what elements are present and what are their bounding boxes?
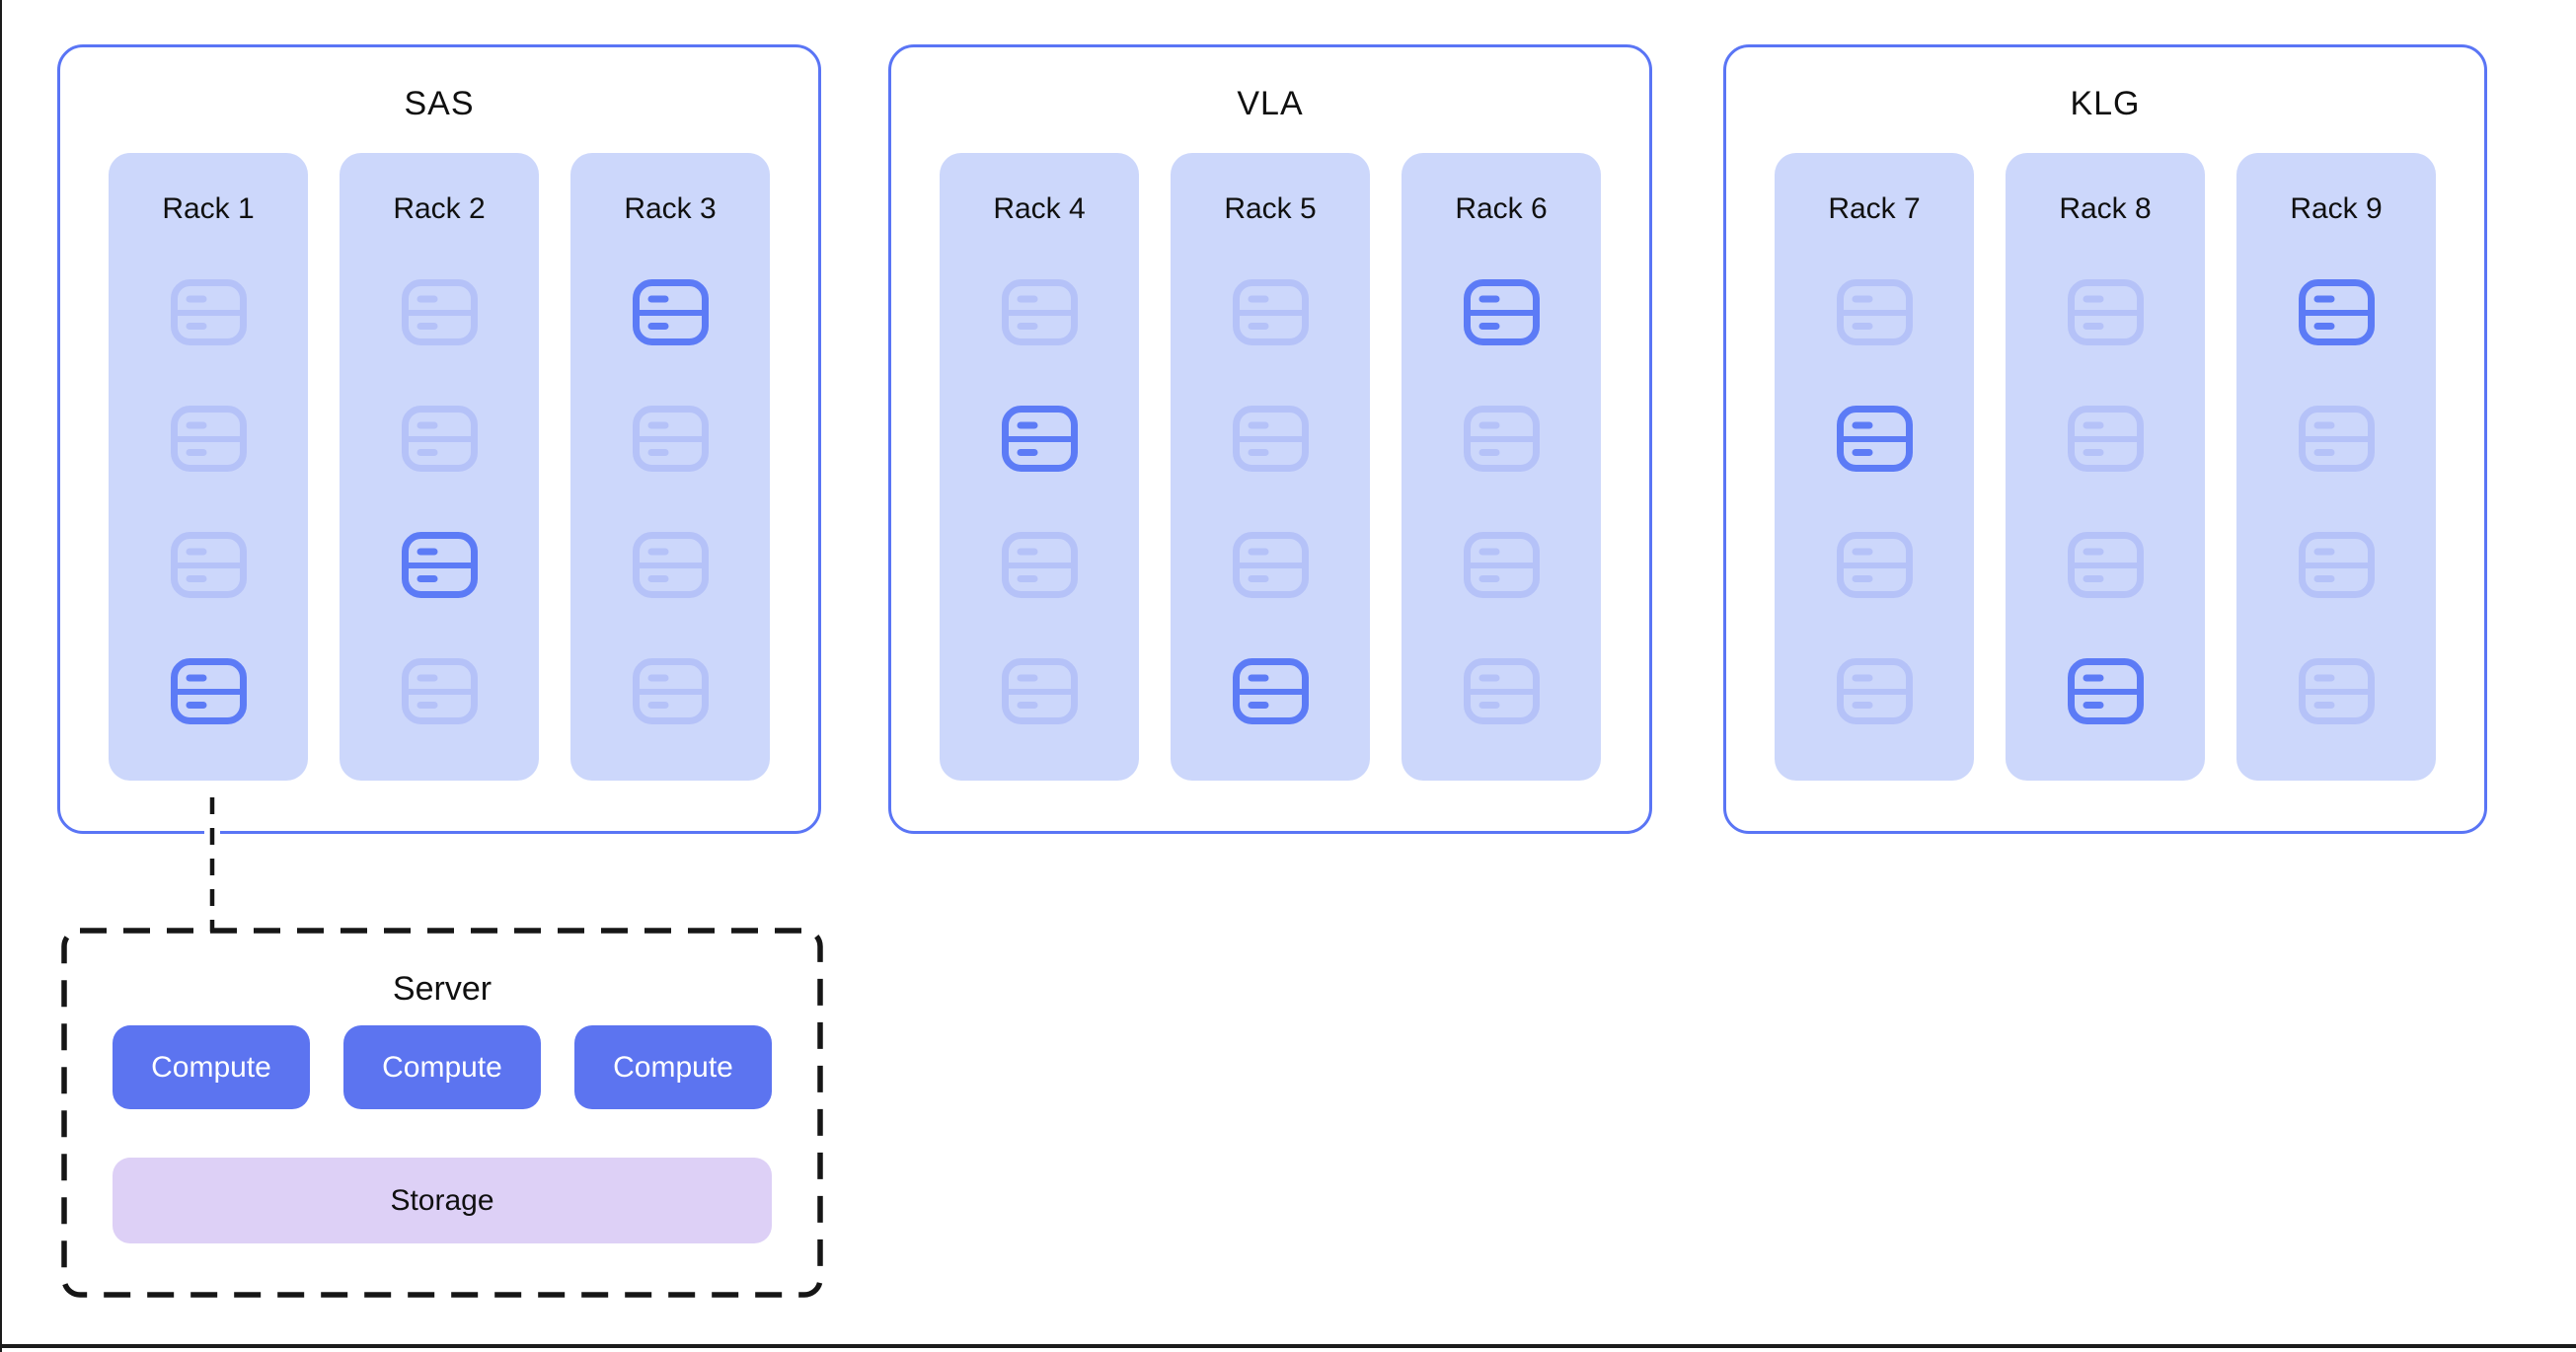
- rack-title: Rack 8: [2059, 192, 2152, 225]
- rack-title: Rack 3: [624, 192, 717, 225]
- server-icon-off: [170, 532, 247, 598]
- rack-title: Rack 5: [1224, 192, 1317, 225]
- rack: Rack 5: [1171, 153, 1370, 781]
- server-icon-off: [2067, 532, 2144, 598]
- screenshot-bottom-edge-line: [0, 1344, 2576, 1348]
- server-icon-off: [1836, 279, 1913, 345]
- server-icon-on: [1463, 279, 1540, 345]
- storage-block: Storage: [113, 1158, 772, 1243]
- rack: Rack 4: [940, 153, 1139, 781]
- rack: Rack 8: [2006, 153, 2205, 781]
- screenshot-left-edge-line: [0, 0, 2, 1352]
- server-icon-on: [2067, 658, 2144, 724]
- datacenter-box-sas: SAS Rack 1 Rack 2 Rack 3: [57, 44, 821, 834]
- server-icon-on: [2298, 279, 2375, 345]
- compute-blocks-row: Compute Compute Compute: [61, 1025, 823, 1109]
- server-icon-on: [170, 658, 247, 724]
- server-icon-on: [1836, 406, 1913, 472]
- server-icon-off: [170, 406, 247, 472]
- server-detail-box: Server Compute Compute Compute Storage: [61, 928, 823, 1298]
- server-icon-off: [2067, 406, 2144, 472]
- server-icon-off: [1001, 658, 1078, 724]
- server-icon-off: [170, 279, 247, 345]
- server-icon-off: [1836, 532, 1913, 598]
- server-icon-off: [2298, 658, 2375, 724]
- datacenter-box-vla: VLA Rack 4 Rack 5 Rack 6: [888, 44, 1652, 834]
- server-icon-on: [1232, 658, 1309, 724]
- server-icon-off: [632, 406, 709, 472]
- server-box-title: Server: [392, 970, 492, 1008]
- server-icon-off: [1001, 532, 1078, 598]
- rack-title: Rack 1: [162, 192, 255, 225]
- rack: Rack 3: [570, 153, 770, 781]
- rack-title: Rack 2: [393, 192, 486, 225]
- server-icon-off: [401, 658, 478, 724]
- server-icon-off: [2298, 406, 2375, 472]
- rack: Rack 6: [1402, 153, 1601, 781]
- server-icon-off: [401, 406, 478, 472]
- racks-row: Rack 7 Rack 8 Rack 9: [1726, 153, 2484, 781]
- racks-row: Rack 1 Rack 2 Rack 3: [60, 153, 818, 781]
- datacenter-title: KLG: [2070, 85, 2141, 122]
- rack: Rack 9: [2236, 153, 2436, 781]
- server-icon-off: [401, 279, 478, 345]
- server-icon-off: [1232, 532, 1309, 598]
- server-icon-off: [632, 658, 709, 724]
- rack-title: Rack 6: [1455, 192, 1548, 225]
- server-icon-off: [1463, 406, 1540, 472]
- server-icon-off: [1463, 658, 1540, 724]
- rack: Rack 1: [109, 153, 308, 781]
- server-box-dashed-border: [61, 928, 823, 1298]
- server-icon-off: [1232, 279, 1309, 345]
- rack: Rack 2: [340, 153, 539, 781]
- compute-block: Compute: [343, 1025, 541, 1109]
- server-icon-off: [1232, 406, 1309, 472]
- server-icon-off: [1836, 658, 1913, 724]
- racks-row: Rack 4 Rack 5 Rack 6: [891, 153, 1649, 781]
- server-icon-on: [632, 279, 709, 345]
- rack: Rack 7: [1775, 153, 1974, 781]
- server-icon-off: [2067, 279, 2144, 345]
- server-icon-on: [1001, 406, 1078, 472]
- datacenter-box-klg: KLG Rack 7 Rack 8 Rack 9: [1723, 44, 2487, 834]
- rack-title: Rack 7: [1828, 192, 1921, 225]
- server-icon-off: [1463, 532, 1540, 598]
- compute-block: Compute: [113, 1025, 310, 1109]
- server-icon-on: [401, 532, 478, 598]
- datacenter-title: SAS: [404, 85, 475, 122]
- rack-title: Rack 4: [993, 192, 1086, 225]
- server-icon-off: [1001, 279, 1078, 345]
- server-icon-off: [2298, 532, 2375, 598]
- datacenter-title: VLA: [1237, 85, 1304, 122]
- server-icon-off: [632, 532, 709, 598]
- compute-block: Compute: [574, 1025, 772, 1109]
- rack-title: Rack 9: [2290, 192, 2383, 225]
- rack-to-server-connector-line: [204, 797, 220, 932]
